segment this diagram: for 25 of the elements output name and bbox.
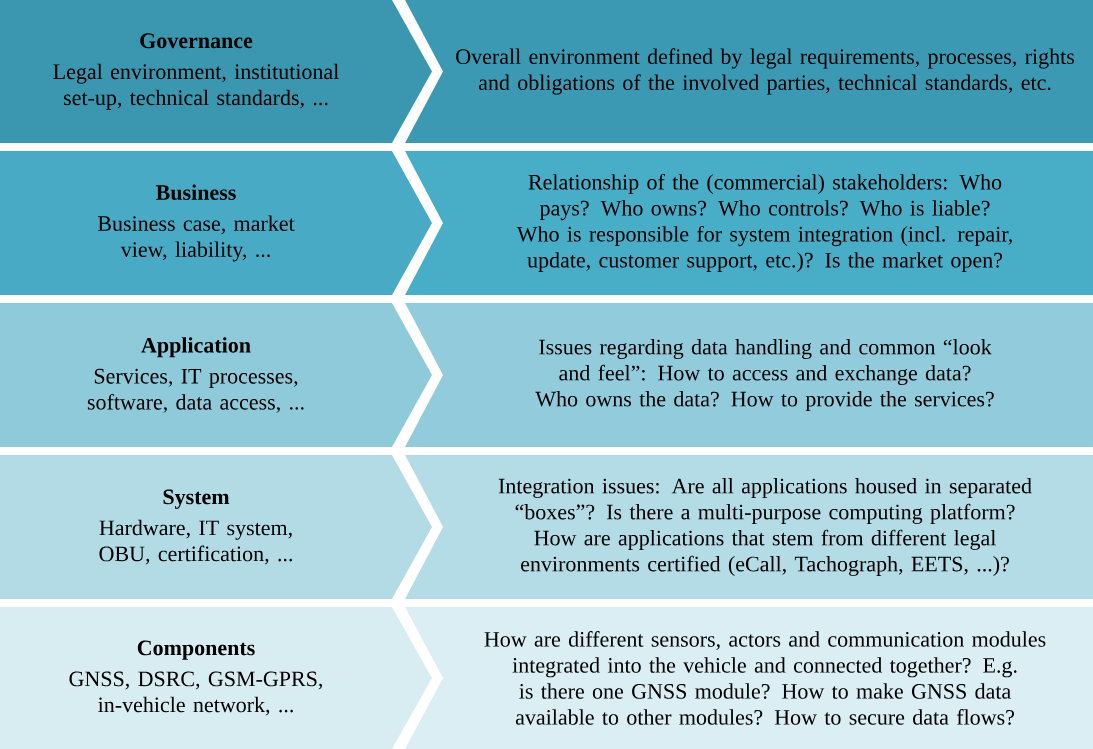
chevron-box: Components GNSS, DSRC, GSM-GPRS, in-vehicle network, ...	[0, 607, 432, 749]
node-label: Overall environment defined by legal requirements, processes, rights and obligations of the involved parties, technical standards, etc.	[456, 48, 1075, 95]
description-box: Issues regarding data handling and common “look and feel”: How to access and exchange data? Who owns the data? How to provide the services?	[405, 303, 1093, 447]
node-label: Hardware, IT system, OBU, certification, ...	[99, 519, 292, 565]
node-label: Services, IT processes, software, data access, ...	[87, 368, 304, 413]
description-box: Integration issues: Are all applications housed in separated “boxes”? Is there a multi-purpose computing platform? How are applications that stem from different legal environments certified (eCall, Tachograph, EETS, ...)?	[405, 455, 1093, 599]
node-label: Components	[137, 640, 255, 660]
description-box: Relationship of the (commercial) stakeholders: Who pays? Who owns? Who controls? Who is liable? Who is responsible for system integration (incl. repair, update, customer support, etc.)? Is the market open?	[405, 151, 1093, 295]
chevron-box: System Hardware, IT system, OBU, certification, ...	[0, 455, 432, 599]
node-label: Governance	[140, 33, 253, 49]
node-label: Business	[156, 184, 236, 201]
description-box: How are different sensors, actors and communication modules integrated into the vehicle and connected together? E.g. is there one GNSS module? How to make GNSS data available to other modules? How to secure data flows?	[405, 607, 1093, 749]
node-label: System	[163, 489, 230, 509]
node-label: How are different sensors, actors and communication modules integrated into the vehicle and connected together? E.g. is there one GNSS module? How to make GNSS data available to other modules? How to secure data flows?	[484, 631, 1046, 725]
description-box: Overall environment defined by legal requirements, processes, rights and obligations of the involved parties, technical standards, etc.	[405, 0, 1093, 143]
chevron-box: Business Business case, market view, liability, ...	[0, 151, 432, 295]
chevron-box: Application Services, IT processes, software, data access, ...	[0, 303, 432, 447]
node-label: Application	[141, 337, 251, 358]
node-label: Integration issues: Are all applications housed in separated “boxes”? Is there a multi-purpose computing platform? How are applications that stem from different legal environments certified (eCall, Tachograph, EETS, ...)?	[498, 477, 1032, 576]
chevron-box: Governance Legal environment, institutional set-up, technical standards, ...	[0, 0, 432, 143]
node-label: Issues regarding data handling and common “look and feel”: How to access and exchange data? Who owns the data? How to provide the services?	[535, 339, 994, 411]
node-label: Legal environment, institutional set-up, technical standards, ...	[53, 63, 339, 110]
node-label: Business case, market view, liability, ...	[97, 215, 295, 262]
node-label: GNSS, DSRC, GSM-GPRS, in-vehicle network, ...	[69, 671, 323, 716]
node-label: Relationship of the (commercial) stakeholders: Who pays? Who owns? Who controls? Who is liable? Who is responsible for system integration (incl. repair, update, customer support, etc.)? Is the market open?	[516, 173, 1012, 273]
